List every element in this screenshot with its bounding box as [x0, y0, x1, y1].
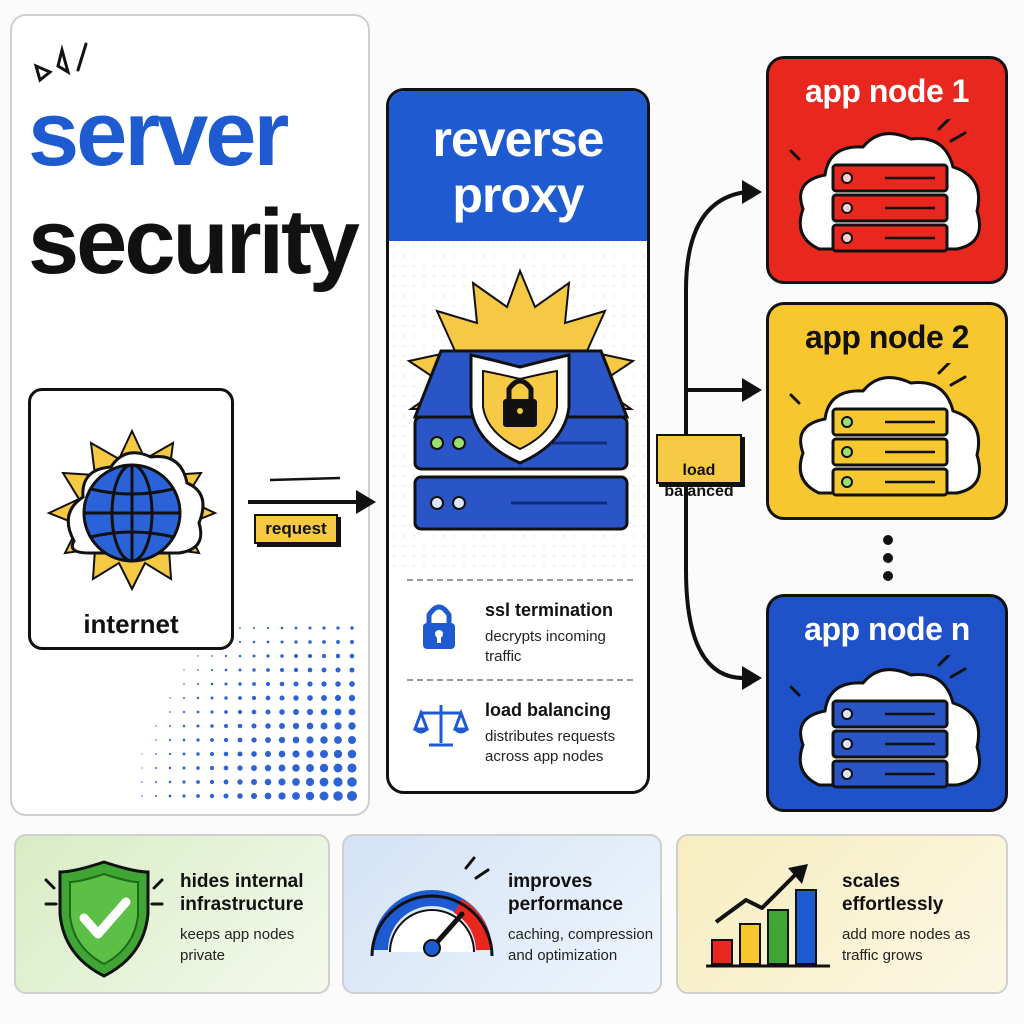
title-line-2: security [28, 191, 360, 293]
proxy-title-1: reverse [432, 111, 605, 167]
feature-ssl-title: ssl termination [485, 600, 614, 620]
benefit-1-desc: keeps app nodes private [180, 926, 295, 964]
secure-server-icon [406, 268, 636, 531]
proxy-divider-2 [407, 679, 633, 681]
load-balanced-text: load balanced [664, 462, 734, 500]
proxy-divider [407, 579, 633, 581]
proxy-header: reverse proxy [389, 91, 647, 241]
app-node-card-2[interactable]: app node 2 [766, 302, 1008, 520]
reverse-proxy-card[interactable]: reverse proxy ssl termination decrypts i… [386, 88, 650, 794]
benefit-2-desc: caching, compression and optimization [508, 926, 654, 964]
globe-icon [46, 428, 218, 591]
shield-check-icon [44, 860, 164, 978]
growth-chart-icon [706, 864, 830, 968]
halftone-decoration [141, 626, 358, 802]
benefit-card-performance[interactable]: improves performance caching, compressio… [342, 834, 662, 994]
internet-label: internet [83, 609, 179, 639]
feature-ssl: ssl termination decrypts incoming traffi… [411, 599, 641, 669]
server-cloud-icon [789, 655, 981, 789]
feature-lb-title: load balancing [485, 700, 612, 720]
server-cloud-icon [789, 363, 981, 497]
app-node-card-1[interactable]: app node 1 [766, 56, 1008, 284]
proxy-title-2: proxy [452, 167, 584, 223]
speedometer-icon [370, 856, 494, 957]
spark-lines-icon [33, 42, 88, 83]
benefit-3-title: scales effortlessly [842, 871, 944, 915]
load-balance-arrows [684, 180, 762, 690]
load-balanced-label: load balanced [656, 434, 742, 500]
benefit-3-desc: add more nodes as traffic grows [842, 926, 971, 964]
benefit-1-title: hides internal infrastructure [180, 871, 304, 915]
feature-load-balancing: load balancing distributes requests acro… [411, 699, 641, 769]
benefit-2-title: improves performance [508, 871, 624, 915]
app-node-2-title: app node 2 [805, 319, 969, 355]
feature-lb-desc: distributes requests across app nodes [485, 728, 616, 765]
more-nodes-ellipsis [883, 535, 893, 581]
title-line-1: server [28, 83, 289, 185]
internet-card[interactable]: internet [28, 388, 234, 650]
padlock-icon [423, 604, 455, 649]
request-arrow [248, 476, 376, 514]
server-cloud-icon [789, 119, 981, 253]
feature-ssl-desc: decrypts incoming traffic [485, 628, 606, 665]
request-label: request [254, 514, 338, 544]
scales-icon [413, 705, 469, 747]
benefit-card-scales[interactable]: scales effortlessly add more nodes as tr… [676, 834, 1008, 994]
benefit-card-hides[interactable]: hides internal infrastructure keeps app … [14, 834, 330, 994]
app-node-card-n[interactable]: app node n [766, 594, 1008, 812]
app-node-n-title: app node n [804, 611, 970, 647]
app-node-1-title: app node 1 [805, 73, 969, 109]
